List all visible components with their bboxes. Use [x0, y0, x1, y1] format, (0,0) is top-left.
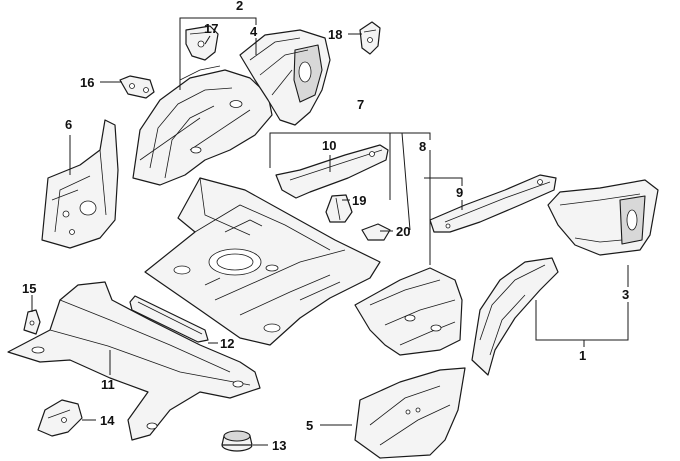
callout-6: 6 — [65, 117, 72, 132]
wheel-arch-inner-left — [132, 65, 273, 186]
rear-side-panel-5 — [354, 367, 466, 459]
rear-inner-panel-8 — [354, 267, 463, 356]
callout-18: 18 — [328, 27, 342, 42]
bracket-15 — [23, 309, 41, 335]
rear-corner-panel-3 — [547, 179, 659, 256]
callout-12: 12 — [220, 336, 234, 351]
grommet-13 — [221, 430, 253, 452]
callout-2: 2 — [236, 0, 243, 13]
clip-16 — [119, 75, 155, 99]
side-panel-6 — [41, 119, 119, 249]
callout-9: 9 — [456, 185, 463, 200]
callout-14: 14 — [100, 413, 115, 428]
callout-13: 13 — [272, 438, 286, 453]
callout-8: 8 — [419, 139, 426, 154]
callout-4: 4 — [250, 24, 258, 39]
bracket-18 — [359, 21, 381, 55]
callout-3: 3 — [622, 287, 629, 302]
wheel-house-1 — [471, 257, 559, 376]
callout-numbers: 2 17 4 18 16 6 7 10 8 9 19 20 3 1 5 15 1… — [22, 0, 629, 453]
callout-11: 11 — [101, 377, 115, 392]
callout-7: 7 — [357, 97, 364, 112]
rear-floor-pan — [144, 177, 381, 346]
callout-1: 1 — [579, 348, 586, 363]
bracket-17 — [185, 25, 219, 61]
plate-20 — [361, 223, 391, 241]
callout-10: 10 — [322, 138, 336, 153]
callout-16: 16 — [80, 75, 94, 90]
wheel-arch-inner-right — [239, 29, 331, 126]
cross-member-11 — [7, 281, 261, 441]
reinforcement-12 — [129, 295, 209, 343]
callout-17: 17 — [204, 21, 218, 36]
bracket-19 — [325, 194, 353, 223]
callout-5: 5 — [306, 418, 313, 433]
callout-19: 19 — [352, 193, 366, 208]
leader-lines — [31, 17, 629, 446]
longitudinal-rail-9 — [429, 174, 557, 233]
callout-20: 20 — [396, 224, 410, 239]
bracket-14 — [37, 399, 83, 437]
callout-15: 15 — [22, 281, 36, 296]
